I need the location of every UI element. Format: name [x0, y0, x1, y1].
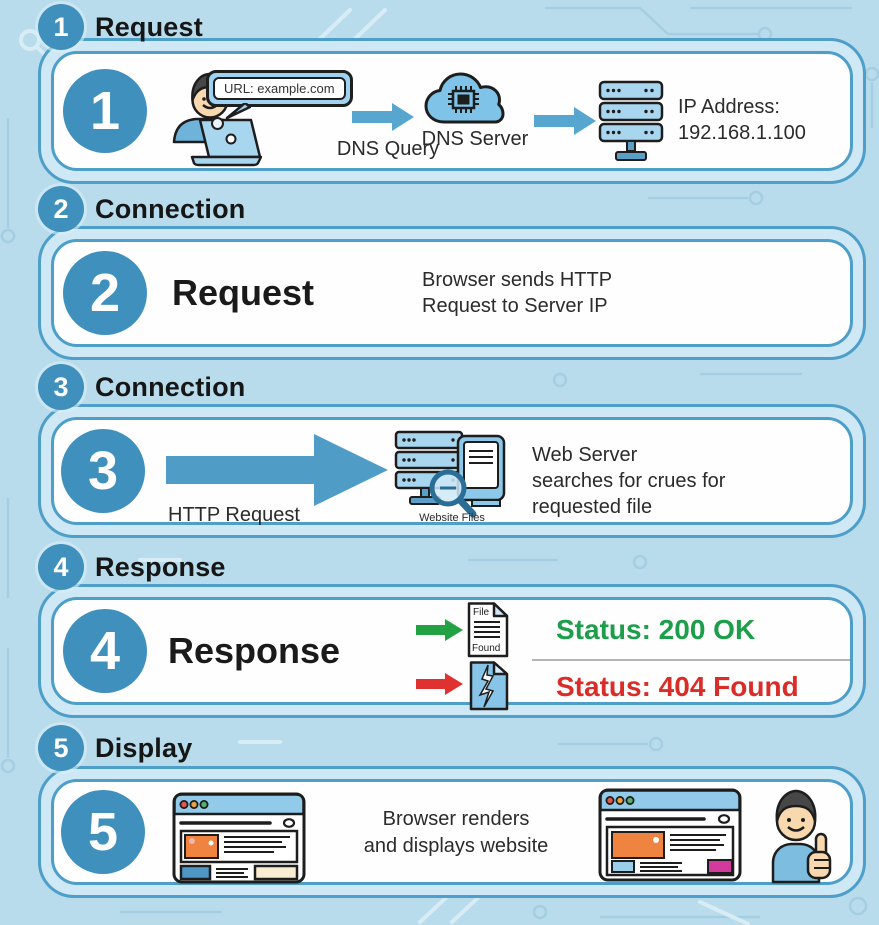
step-1-panel: 1 URL: example.com [38, 38, 866, 184]
step-4-card: 4 Response File Found Status: 200 OK [51, 597, 853, 711]
step-4-panel: 4 Response File Found Status: 200 OK [38, 584, 866, 718]
url-text: URL: example.com [213, 77, 346, 100]
success-arrow-icon [416, 619, 463, 641]
status-404-found: Status: 404 Found [556, 671, 799, 702]
step-1-title: Request [95, 11, 203, 42]
server-stack-icon [598, 80, 664, 161]
step-2-header: 2 Connection [38, 186, 246, 232]
step-2-card-title: Request [172, 272, 315, 313]
file-found-icon: File Found [467, 602, 509, 658]
step-5-number-badge: 5 [38, 725, 84, 771]
file-broken-icon [469, 661, 509, 711]
step-3-card: 3 HTTP Request [51, 417, 853, 526]
step-3-header: 3 Connection [38, 364, 246, 410]
user-thumbs-up-icon [771, 789, 832, 884]
step-3-circle-number: 3 [61, 429, 145, 513]
step-1-card: 1 URL: example.com [51, 51, 853, 171]
step-5-header: 5 Display [38, 725, 192, 771]
step-2-card: 2 Request Browser sends HTTP Request to … [51, 239, 853, 347]
step-4-header: 4 Response [38, 544, 226, 590]
step-2-panel: 2 Request Browser sends HTTP Request to … [38, 226, 866, 360]
step-3-number-badge: 3 [38, 364, 84, 410]
step-2-title: Connection [95, 193, 246, 224]
error-arrow-icon [416, 673, 463, 695]
step-1-circle-number: 1 [63, 69, 147, 153]
web-server-search-icon [394, 430, 506, 518]
step-4-title: Response [95, 551, 226, 582]
user-at-laptop-icon [172, 72, 262, 167]
step-5-circle-number: 5 [61, 790, 145, 874]
step-1-number-badge: 1 [38, 4, 84, 50]
step-5-description: Browser renders and displays website [363, 808, 549, 857]
step-5-card: 5 Browser renders a [51, 779, 853, 885]
step-1-header: 1 Request [38, 4, 203, 50]
browser-window-icon [172, 792, 306, 884]
http-request-arrow-icon [166, 434, 388, 506]
dns-cloud-icon [424, 72, 505, 124]
chip-icon [448, 86, 479, 113]
step-4-circle-number: 4 [63, 609, 147, 693]
step-2-number-badge: 2 [38, 186, 84, 232]
status-200-ok: Status: 200 OK [556, 614, 756, 645]
step-3-title: Connection [95, 371, 246, 402]
svg-text:Found: Found [472, 643, 500, 654]
svg-text:File: File [473, 607, 490, 618]
dns-query-label: DNS Query [336, 138, 440, 160]
step-2-circle-number: 2 [63, 251, 147, 335]
step-4-number-badge: 4 [38, 544, 84, 590]
step-3-description: Web Server searches for crues for reques… [532, 444, 726, 518]
magnifier-icon [429, 469, 477, 518]
rendered-website-icon [598, 788, 742, 882]
ip-address-label: IP Address: 192.168.1.100 [678, 96, 806, 144]
arrow-right-icon [534, 107, 596, 135]
speech-bubble-tail [225, 103, 251, 119]
dns-server-label: DNS Server [421, 128, 529, 150]
step-5-title: Display [95, 732, 193, 763]
step-5-panel: 5 Browser renders a [38, 766, 866, 898]
status-divider [532, 659, 850, 661]
step-2-description: Browser sends HTTP Request to Server IP [422, 269, 613, 317]
speech-bubble-dot [211, 117, 224, 130]
url-speech-bubble: URL: example.com [206, 70, 353, 130]
step-4-card-title: Response [168, 630, 341, 671]
website-files-caption: Website Files [419, 512, 485, 524]
arrow-right-icon [352, 103, 414, 131]
http-request-label: HTTP Request [168, 504, 300, 526]
server-leds [606, 88, 654, 135]
step-3-panel: 3 HTTP Request [38, 404, 866, 538]
